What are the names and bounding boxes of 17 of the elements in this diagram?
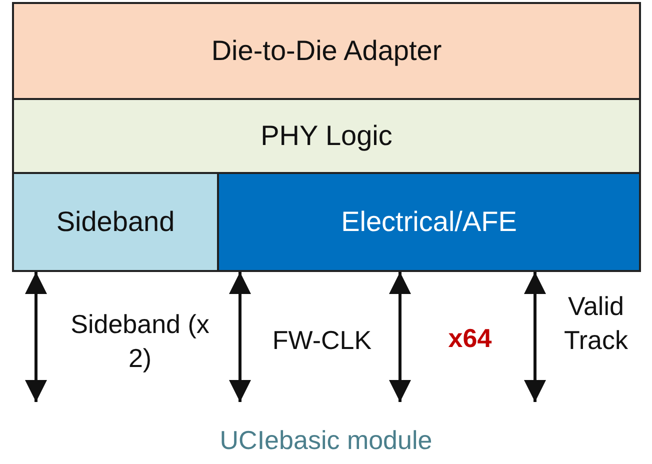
double-arrow (25, 272, 47, 402)
electrical-block (217, 172, 641, 272)
signal-label: Valid Track (562, 290, 630, 357)
layer-label: PHY Logic (260, 120, 392, 152)
layer-label: Die-to-Die Adapter (211, 35, 442, 67)
layer-label: Electrical/AFE (341, 206, 517, 238)
double-arrow (389, 272, 411, 402)
layer-label: Sideband (56, 206, 175, 238)
phy-logic-layer-box (12, 98, 641, 174)
adapter-layer-box (12, 2, 641, 100)
double-arrow (229, 272, 251, 402)
signal-label: x64 (447, 322, 493, 355)
signal-label: FW-CLK (271, 324, 373, 357)
sideband-block (12, 172, 219, 272)
signal-label: Sideband (x 2) (70, 308, 210, 375)
caption: UCIebasic module (218, 424, 434, 457)
double-arrow (524, 272, 546, 402)
